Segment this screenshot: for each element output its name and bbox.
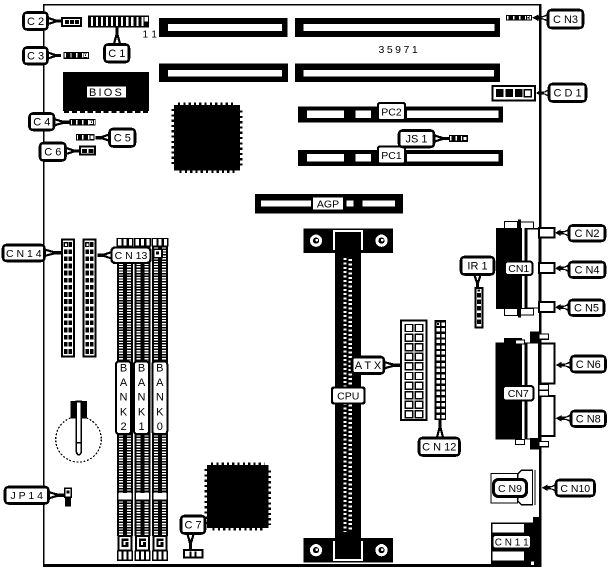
svg-text:C N 1 4: C N 1 4 [6, 248, 42, 260]
svg-text:C 1: C 1 [108, 48, 125, 60]
svg-text:C N2: C N2 [574, 228, 599, 240]
svg-text:A T X: A T X [355, 360, 382, 372]
svg-text:PC1: PC1 [381, 150, 402, 162]
svg-text:C 5: C 5 [114, 133, 131, 145]
svg-text:A: A [120, 377, 128, 389]
svg-text:C 4: C 4 [33, 117, 50, 129]
svg-text:B: B [120, 363, 127, 375]
svg-text:0: 0 [157, 421, 163, 433]
svg-text:AGP: AGP [317, 198, 339, 210]
svg-text:1: 1 [138, 421, 144, 433]
svg-text:C N10: C N10 [560, 483, 590, 495]
svg-text:35971: 35971 [379, 44, 421, 56]
svg-text:K: K [156, 406, 164, 418]
svg-text:C N5: C N5 [574, 303, 599, 315]
svg-text:B: B [156, 363, 163, 375]
svg-text:CN7: CN7 [508, 388, 529, 400]
svg-text:A: A [138, 377, 146, 389]
svg-text:BIOS: BIOS [89, 87, 124, 99]
svg-text:N: N [156, 392, 164, 404]
svg-text:C N3: C N3 [553, 14, 578, 26]
svg-text:A: A [156, 377, 164, 389]
svg-text:N: N [120, 392, 128, 404]
svg-text:C N6: C N6 [576, 359, 601, 371]
svg-text:J P 1 4: J P 1 4 [11, 490, 44, 502]
svg-text:C N 12: C N 12 [422, 442, 456, 454]
svg-text:C D 1: C D 1 [553, 88, 581, 100]
svg-text:K: K [120, 406, 128, 418]
svg-text:C 3: C 3 [27, 51, 44, 63]
svg-text:B: B [138, 363, 145, 375]
svg-text:11: 11 [143, 30, 161, 41]
svg-text:K: K [138, 406, 146, 418]
svg-text:C N8: C N8 [576, 414, 601, 426]
svg-text:N: N [138, 392, 146, 404]
svg-text:C 7: C 7 [184, 520, 201, 532]
svg-text:C N 1 1: C N 1 1 [495, 538, 529, 549]
svg-text:C N4: C N4 [574, 265, 599, 277]
svg-text:CN1: CN1 [508, 263, 529, 275]
svg-text:C 2: C 2 [27, 16, 44, 28]
svg-text:2: 2 [120, 421, 126, 433]
svg-text:C 6: C 6 [44, 147, 61, 159]
svg-text:IR 1: IR 1 [467, 261, 487, 273]
svg-text:C N9: C N9 [498, 483, 522, 495]
svg-text:CPU: CPU [337, 390, 359, 402]
svg-text:PC2: PC2 [381, 106, 402, 118]
svg-text:C N 13: C N 13 [115, 250, 148, 262]
svg-text:JS 1: JS 1 [405, 134, 427, 146]
